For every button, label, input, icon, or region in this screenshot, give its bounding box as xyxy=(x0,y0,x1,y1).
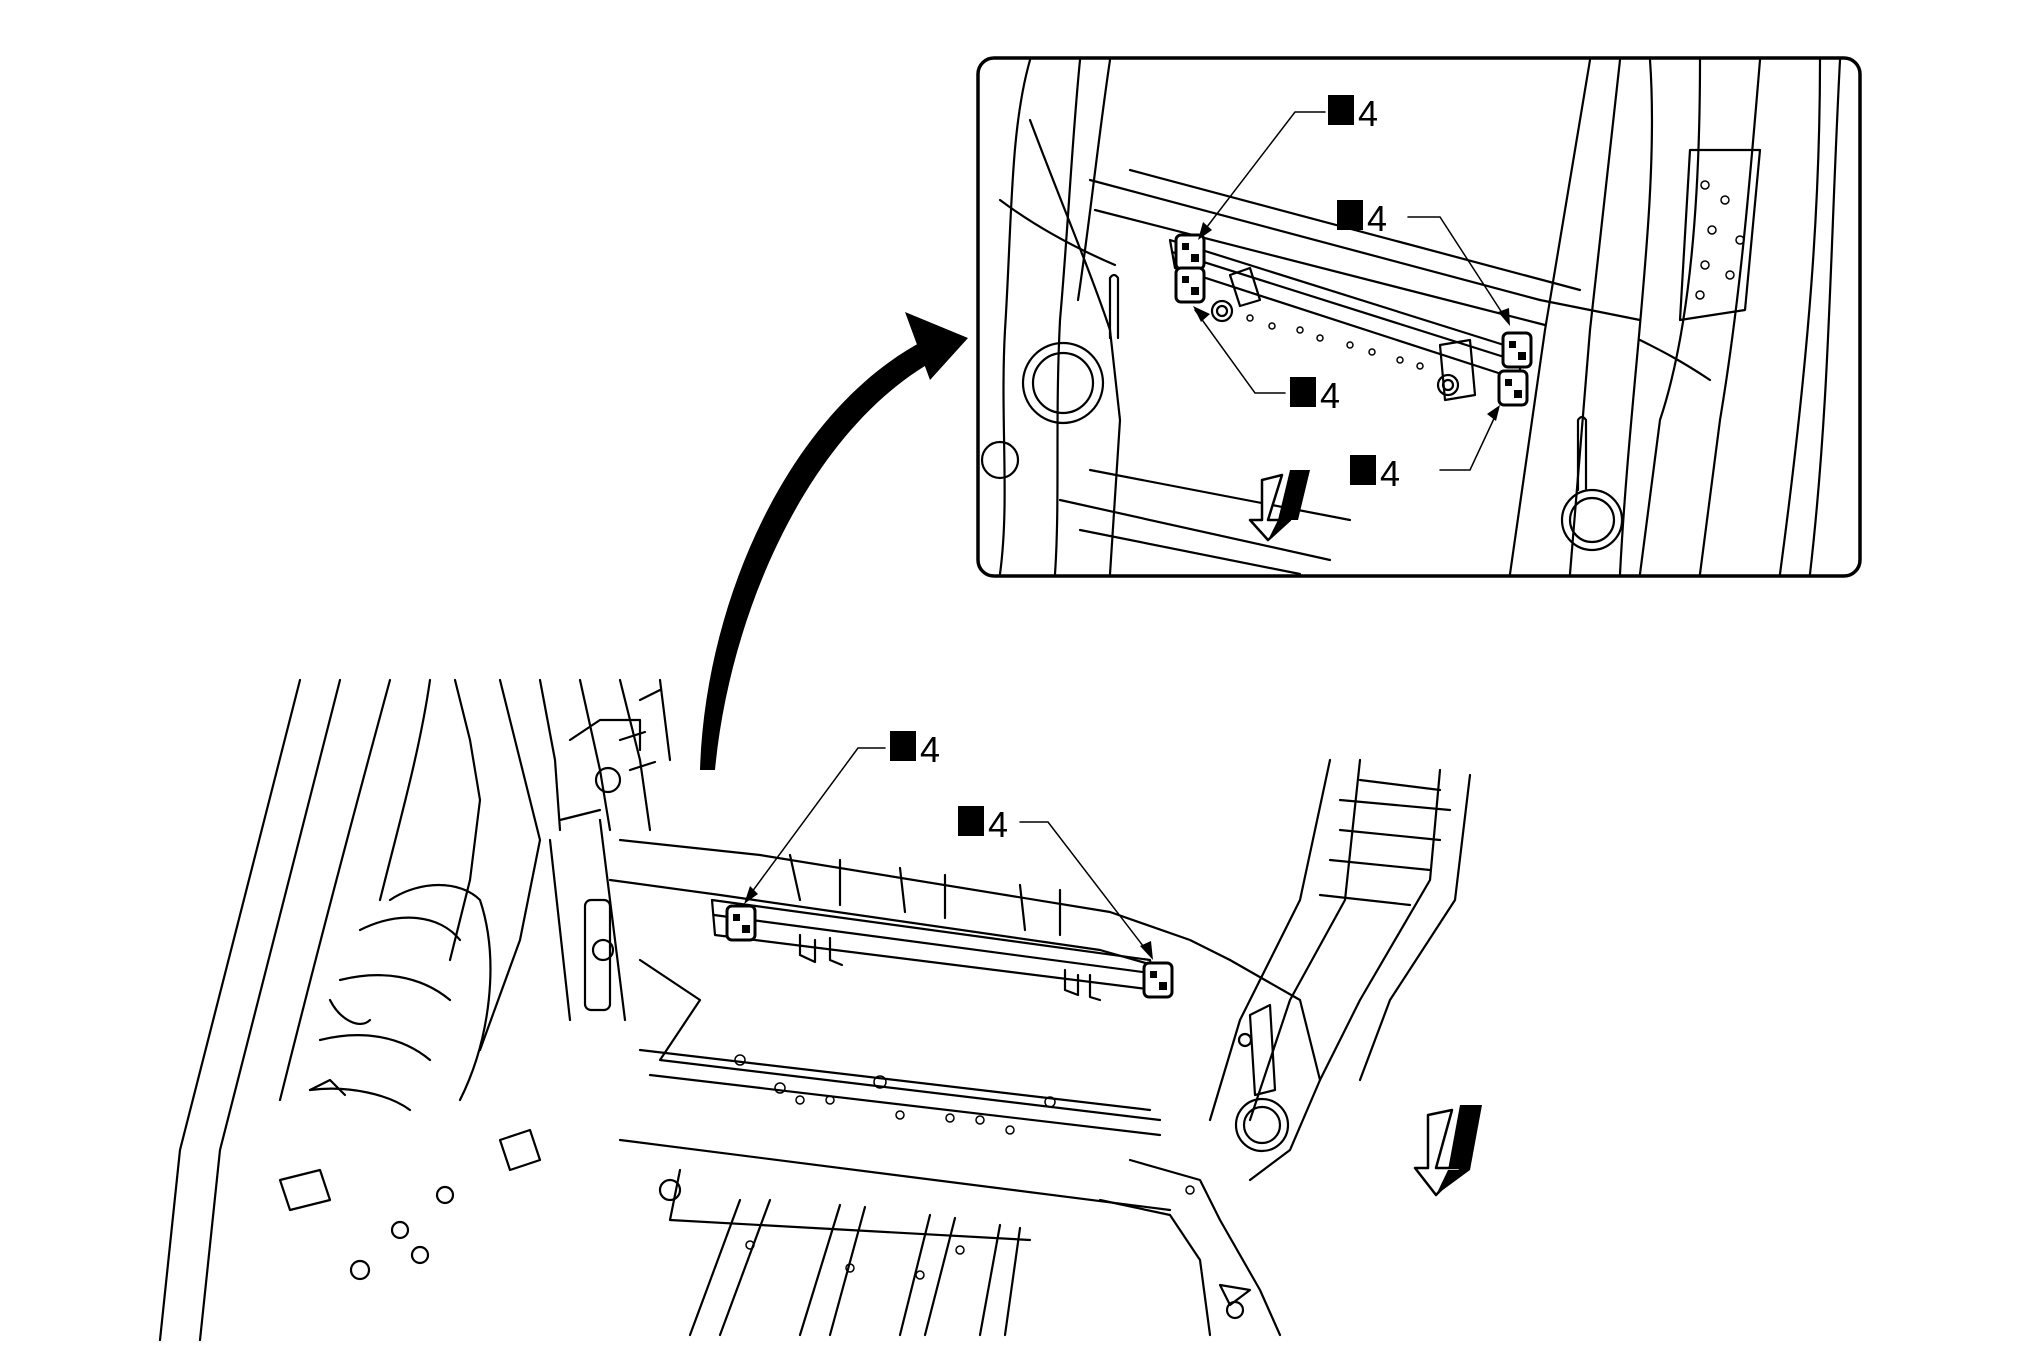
main-holes xyxy=(734,1054,1195,1280)
main-weld-symbol-right xyxy=(1142,961,1174,999)
inset-leader-lines xyxy=(1194,111,1509,471)
main-front-direction-arrow-icon xyxy=(1413,1105,1482,1197)
spot-weld-symbol xyxy=(890,731,916,761)
main-body-view: 4 4 xyxy=(158,678,1482,1342)
inset-weld-symbol-1 xyxy=(1174,233,1206,271)
inset-callout-top-right: 4 xyxy=(1337,198,1387,239)
inset-detail-view: 4 4 4 4 xyxy=(976,56,1862,578)
main-linework xyxy=(158,678,1472,1342)
inset-weld-symbol-3 xyxy=(1501,331,1533,369)
svg-text:4: 4 xyxy=(988,804,1008,845)
main-leader-arrowheads xyxy=(744,886,1153,960)
svg-text:4: 4 xyxy=(1367,198,1387,239)
inset-leader-arrowheads xyxy=(1193,222,1510,421)
main-callout-left: 4 xyxy=(890,729,940,770)
main-weld-symbol-left xyxy=(725,904,757,942)
inset-weld-symbol-2 xyxy=(1174,266,1206,304)
inset-weld-symbol-4 xyxy=(1497,369,1529,407)
inset-holes xyxy=(1246,180,1745,370)
inset-callout-lower-left: 4 xyxy=(1290,375,1340,416)
svg-text:4: 4 xyxy=(920,729,940,770)
zoom-arrow-icon xyxy=(700,312,968,770)
svg-text:4: 4 xyxy=(1380,453,1400,494)
spot-weld-symbol xyxy=(1350,455,1376,485)
svg-text:4: 4 xyxy=(1358,93,1378,134)
spot-weld-symbol xyxy=(958,806,984,836)
main-callout-right: 4 xyxy=(958,804,1008,845)
inset-callout-top-left: 4 xyxy=(1328,93,1378,134)
main-leader-lines xyxy=(745,747,1151,956)
svg-text:4: 4 xyxy=(1320,375,1340,416)
spot-weld-symbol xyxy=(1290,377,1316,407)
spot-weld-symbol xyxy=(1337,200,1363,230)
inset-callout-lower-right: 4 xyxy=(1350,453,1400,494)
spot-weld-symbol xyxy=(1328,95,1354,125)
inset-front-direction-arrow-icon xyxy=(1248,470,1310,542)
